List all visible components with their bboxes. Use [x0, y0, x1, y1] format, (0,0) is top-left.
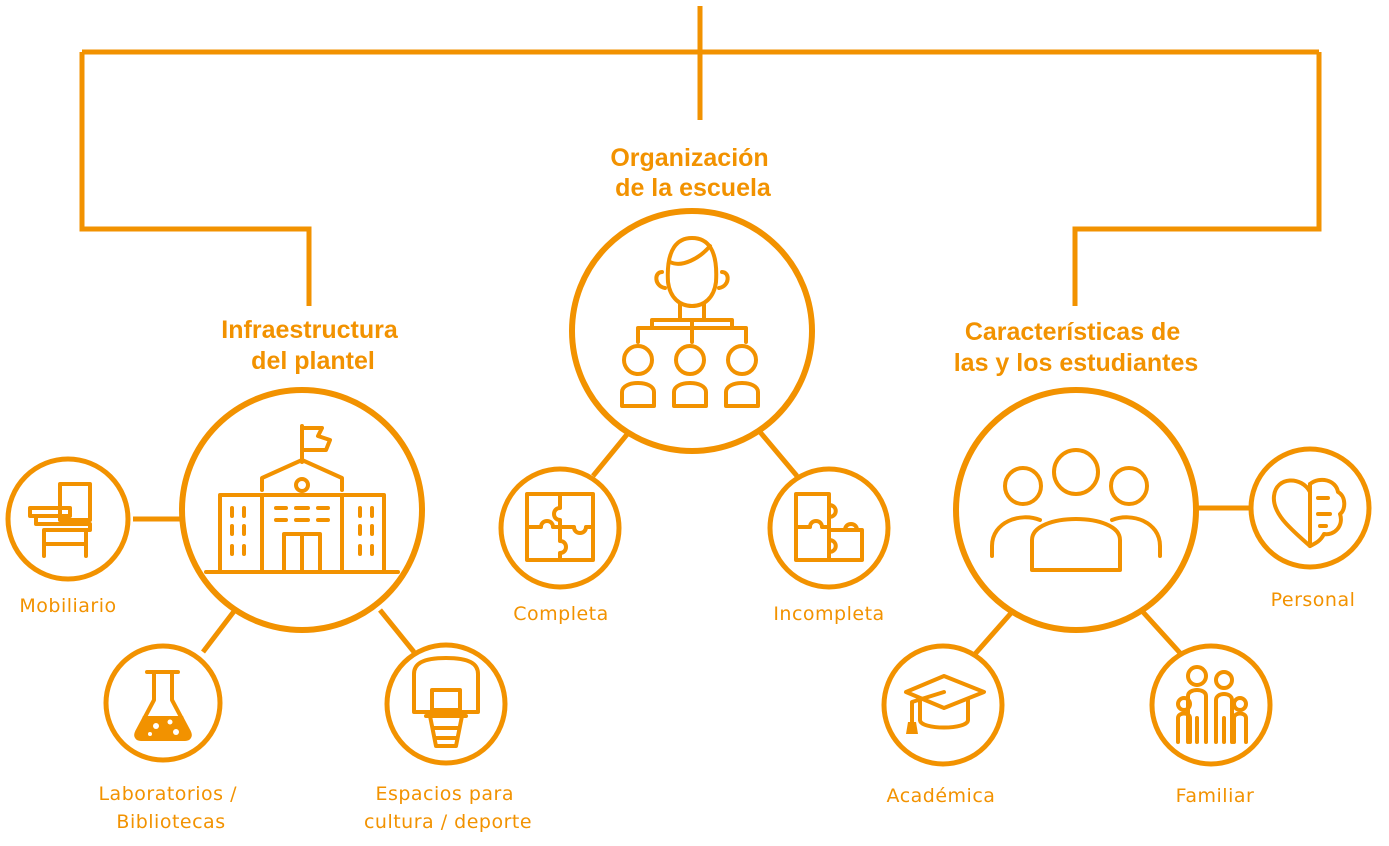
title-caracteristicas-line-1: Características de	[965, 318, 1181, 346]
node-mobiliario: Mobiliario	[5, 456, 131, 617]
family-icon	[1176, 665, 1248, 744]
student-group-icon	[990, 448, 1162, 572]
title-infraestructura-line-1: Infraestructura	[221, 316, 399, 344]
puzzle-complete-icon	[525, 492, 595, 562]
title-caracteristicas-line-2: las y los estudiantes	[954, 349, 1199, 377]
school-building-icon	[204, 424, 400, 574]
circle-academica	[881, 643, 1005, 767]
label-completa-line-1: Completa	[513, 603, 609, 625]
label-mobiliario: Mobiliario	[19, 595, 116, 617]
school-desk-icon	[28, 482, 92, 558]
label-academica-line-1: Académica	[887, 785, 996, 807]
flask-icon	[134, 670, 192, 741]
basketball-hoop-icon	[412, 656, 480, 748]
label-incompleta: Incompleta	[773, 603, 884, 625]
node-completa: Completa	[498, 466, 622, 625]
puzzle-incomplete-icon	[794, 492, 864, 562]
node-familiar: Familiar	[1149, 643, 1273, 807]
circle-laboratorios	[103, 643, 223, 763]
connector-lines	[79, 6, 1322, 656]
title-caracteristicas: Características de las y los estudiantes	[954, 318, 1199, 377]
label-familiar-line-1: Familiar	[1176, 785, 1255, 807]
title-infraestructura: Infraestructura del plantel	[221, 316, 404, 375]
label-familiar: Familiar	[1176, 785, 1255, 807]
node-laboratorios: Laboratorios / Bibliotecas	[98, 643, 243, 833]
label-personal: Personal	[1271, 589, 1356, 611]
heart-brain-icon	[1271, 477, 1347, 548]
label-incompleta-line-1: Incompleta	[773, 603, 884, 625]
node-espacios: Espacios para cultura / deporte	[364, 642, 532, 833]
circle-caracteristicas	[953, 387, 1199, 633]
graduation-cap-icon	[904, 674, 986, 734]
label-laboratorios: Laboratorios / Bibliotecas	[98, 783, 243, 833]
label-espacios-line-1: Espacios para	[375, 783, 514, 805]
node-infraestructura: Infraestructura del plantel	[179, 316, 425, 633]
label-espacios: Espacios para cultura / deporte	[364, 783, 532, 833]
node-incompleta: Incompleta	[767, 466, 891, 625]
label-laboratorios-line-1: Laboratorios /	[98, 783, 237, 805]
node-caracteristicas: Características de las y los estudiantes	[953, 318, 1199, 633]
title-organizacion: Organización de la escuela	[610, 144, 775, 202]
title-organizacion-line-2: de la escuela	[615, 174, 772, 202]
circle-familiar	[1149, 643, 1273, 767]
node-academica: Académica	[881, 643, 1005, 807]
label-laboratorios-line-2: Bibliotecas	[116, 811, 225, 833]
label-espacios-line-2: cultura / deporte	[364, 811, 532, 833]
title-organizacion-line-1: Organización	[610, 144, 768, 172]
circle-espacios	[384, 642, 508, 766]
label-academica: Académica	[887, 785, 996, 807]
title-infraestructura-line-2: del plantel	[251, 347, 375, 375]
node-organizacion: Organización de la escuela	[569, 144, 815, 454]
node-personal: Personal	[1248, 446, 1372, 611]
label-completa: Completa	[513, 603, 609, 625]
label-mobiliario-line-1: Mobiliario	[19, 595, 116, 617]
label-personal-line-1: Personal	[1271, 589, 1356, 611]
hierarchy-people-icon	[620, 236, 760, 408]
